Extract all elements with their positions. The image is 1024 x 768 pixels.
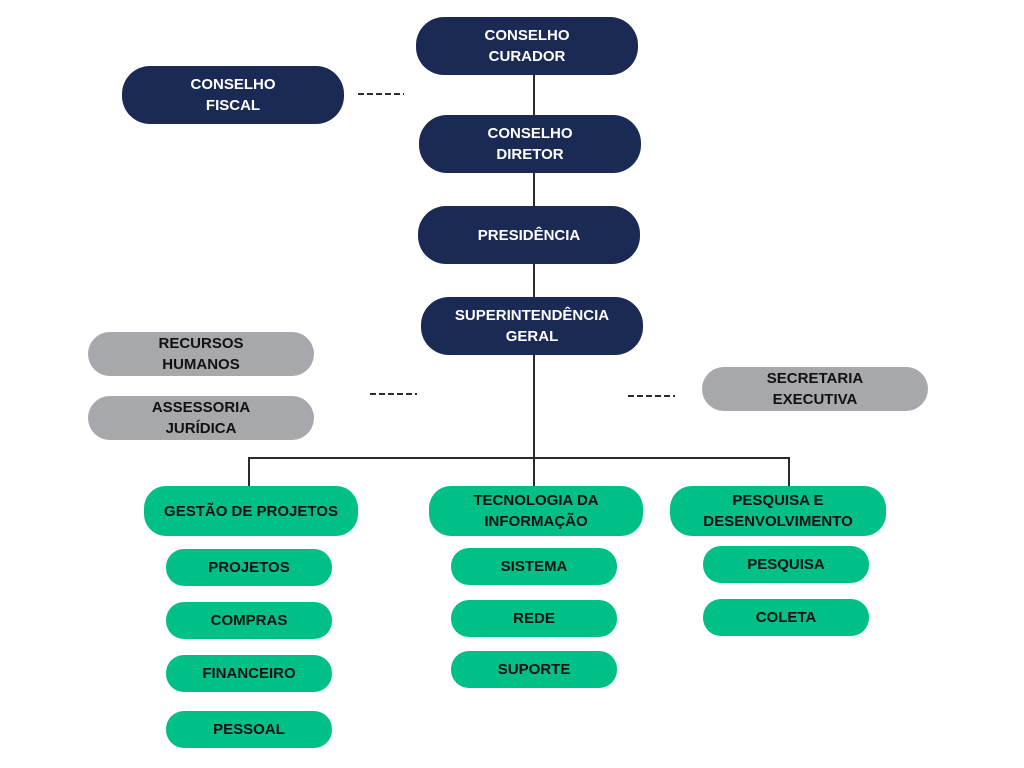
conselho-curador-label: CONSELHO CURADOR (484, 27, 570, 65)
recursos-humanos-label: RECURSOS HUMANOS (158, 335, 244, 373)
conselho-curador-box: CONSELHO CURADOR (416, 17, 638, 75)
sub-unit-coleta: COLETA (703, 599, 869, 636)
sub-unit-label: SUPORTE (497, 661, 571, 678)
superintendencia-box: SUPERINTENDÊNCIA GERAL (421, 297, 643, 355)
sub-unit-financeiro: FINANCEIRO (166, 655, 332, 692)
sub-unit-label: PROJETOS (208, 559, 290, 576)
conselho-diretor-label: CONSELHO DIRETOR (487, 125, 573, 163)
presidencia-label: PRESIDÊNCIA (477, 226, 581, 244)
conselho-fiscal-box: CONSELHO FISCAL (122, 66, 344, 124)
sub-unit-label: PESQUISA (747, 556, 825, 573)
pesquisa-desenvolvimento-box: PESQUISA E DESENVOLVIMENTO (670, 486, 886, 536)
sub-unit-pesquisa: PESQUISA (703, 546, 869, 583)
superintendencia-label: SUPERINTENDÊNCIA GERAL (454, 307, 610, 345)
secretaria-executiva-label: SECRETARIA EXECUTIVA (766, 370, 864, 408)
assessoria-juridica-label: ASSESSORIA JURÍDICA (151, 399, 251, 437)
sub-unit-label: REDE (513, 610, 555, 627)
secretaria-executiva-box: SECRETARIA EXECUTIVA (702, 367, 928, 411)
sub-unit-label: COMPRAS (210, 612, 288, 629)
sub-unit-pessoal: PESSOAL (166, 711, 332, 748)
presidencia-box: PRESIDÊNCIA (418, 206, 640, 264)
recursos-humanos-box: RECURSOS HUMANOS (88, 332, 314, 376)
conselho-fiscal-label: CONSELHO FISCAL (190, 76, 276, 114)
pesquisa-desenvolvimento-label: PESQUISA E DESENVOLVIMENTO (703, 492, 853, 530)
tecnologia-informacao-box: TECNOLOGIA DA INFORMAÇÃO (429, 486, 643, 536)
sub-unit-sistema: SISTEMA (451, 548, 617, 585)
sub-unit-projetos: PROJETOS (166, 549, 332, 586)
sub-unit-label: PESSOAL (213, 721, 285, 738)
tecnologia-informacao-label: TECNOLOGIA DA INFORMAÇÃO (473, 492, 599, 530)
sub-unit-rede: REDE (451, 600, 617, 637)
assessoria-juridica-box: ASSESSORIA JURÍDICA (88, 396, 314, 440)
gestao-projetos-box: GESTÃO DE PROJETOS (144, 486, 358, 536)
sub-unit-label: FINANCEIRO (202, 665, 296, 682)
conselho-diretor-box: CONSELHO DIRETOR (419, 115, 641, 173)
sub-unit-label: SISTEMA (500, 558, 568, 575)
gestao-projetos-label: GESTÃO DE PROJETOS (164, 502, 338, 520)
sub-unit-suporte: SUPORTE (451, 651, 617, 688)
sub-unit-compras: COMPRAS (166, 602, 332, 639)
sub-unit-label: COLETA (755, 609, 817, 626)
